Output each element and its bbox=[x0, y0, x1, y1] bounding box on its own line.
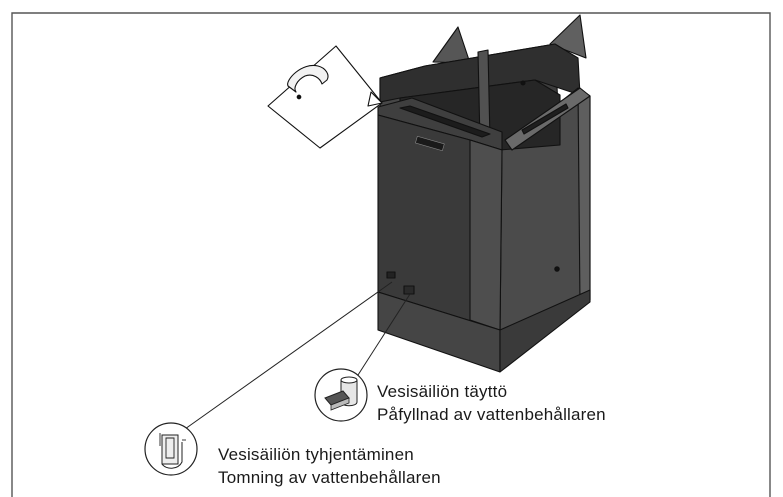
fill-tank-icon bbox=[314, 368, 368, 422]
right-side-edge bbox=[577, 87, 591, 306]
lid-plate bbox=[267, 45, 383, 149]
drain-tank-icon bbox=[144, 422, 198, 476]
drain-caption-line1: Vesisäiliön tyhjentäminen bbox=[218, 445, 414, 464]
lid-handle bbox=[287, 64, 329, 93]
drain-tap bbox=[386, 271, 396, 279]
ledge-slot bbox=[521, 103, 569, 135]
figure-frame bbox=[11, 12, 771, 497]
fill-leader-line bbox=[357, 293, 411, 376]
water-tank-right-face bbox=[469, 139, 503, 331]
removable-lid bbox=[267, 45, 383, 149]
fill-caption-line2: Påfyllnad av vattenbehållaren bbox=[377, 405, 606, 424]
drain-caption: Vesisäiliön tyhjentäminen Tomning av vat… bbox=[218, 443, 441, 489]
left-top-flap bbox=[432, 26, 471, 64]
heater-unit bbox=[377, 14, 591, 373]
front-foot bbox=[403, 285, 415, 295]
drain-caption-line2: Tomning av vattenbehållaren bbox=[218, 468, 441, 487]
fill-caption: Vesisäiliön täyttö Påfyllnad av vattenbe… bbox=[377, 380, 606, 426]
lid-corner-fold bbox=[367, 91, 383, 107]
fill-caption-line1: Vesisäiliön täyttö bbox=[377, 382, 508, 401]
water-tank-slot bbox=[399, 105, 491, 138]
lid-screw bbox=[296, 94, 302, 100]
side-screw bbox=[554, 266, 560, 272]
brand-badge bbox=[415, 135, 445, 152]
rear-screw bbox=[520, 80, 526, 86]
base-right bbox=[499, 289, 591, 373]
drain-leader-line bbox=[184, 281, 393, 430]
